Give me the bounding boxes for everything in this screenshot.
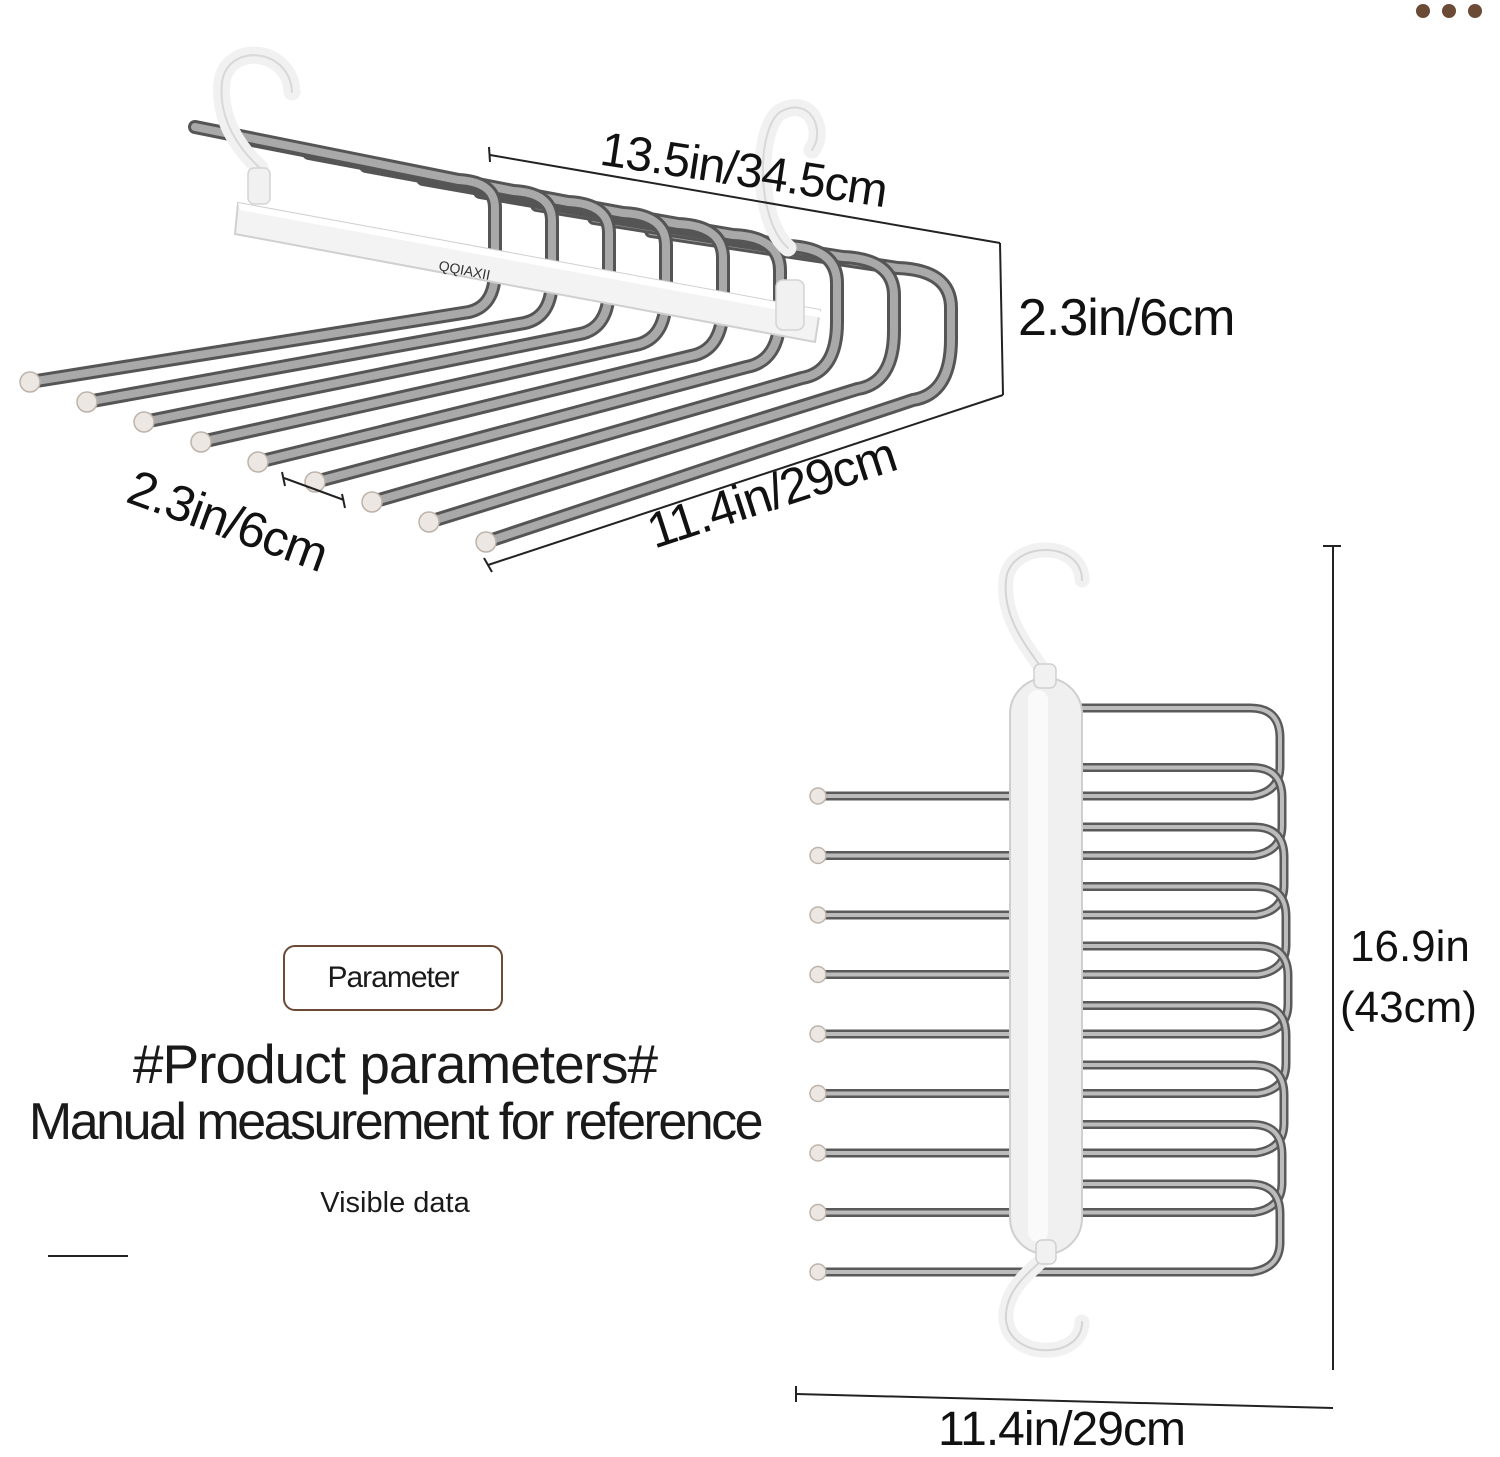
top-height-label: 2.3in/6cm [1018,289,1235,347]
hanging-rod-highlight [818,706,1282,798]
hanging-hanger-rods [815,703,1293,1277]
hanging-height-in-label: 16.9in [1350,922,1470,971]
rod-tip [247,451,269,473]
rod-tip [809,1263,827,1281]
top-rod-highlight [197,162,670,446]
rod-tip [809,1084,827,1103]
hanging-rod-highlight [818,884,1288,977]
hanging-width-label: 11.4in/29cm [938,1403,1186,1456]
rod-tip [809,1144,827,1162]
rod-tip [418,511,440,533]
hanging-hanger-hooks [998,542,1090,1358]
top-rod-highlight [368,201,841,506]
hanging-rod-highlight [818,825,1286,917]
rod-tip [809,906,827,924]
top-rod-highlight [425,214,898,526]
visible-data-caption: Visible data [320,1187,470,1219]
dot-1 [1416,4,1430,18]
manual-measurement-subheading: Manual measurement for reference [28,1093,764,1151]
top-rod-highlight [83,136,556,406]
hanging-rod-highlight [818,944,1290,1036]
hanging-rod-highlight [818,1063,1286,1155]
rod-tip [361,491,383,513]
top-dimension-lines [281,146,1004,573]
hanging-dimension-lines [795,545,1341,1409]
rod-tip [809,1203,827,1222]
rod-tip [19,371,41,393]
top-hanger-hooks [213,46,826,331]
more-dots-icon[interactable] [1416,4,1482,18]
rod-tip [809,1025,827,1043]
top-hanger-bar: QQIAXII [233,201,822,344]
hanging-rod-highlight [818,1182,1282,1274]
hanging-rod-highlight [818,1003,1288,1096]
divider [48,1255,128,1257]
rod-tip [809,965,827,984]
hanging-height-cm-label: (43cm) [1340,983,1477,1032]
hanging-hanger-rod-tips [809,787,827,1281]
top-rod-highlight [26,123,499,386]
parameter-badge: Parameter [283,945,503,1011]
hanging-rod-highlight [818,1122,1284,1215]
hanging-rod-highlight [818,765,1284,858]
rod-tip [809,787,827,805]
rod-tip [76,391,98,413]
rod-tip [190,431,212,453]
rod-tip [809,846,827,865]
dot-3 [1468,4,1482,18]
hanging-hanger-bar [1009,677,1083,1255]
rod-tip [475,531,497,553]
top-rod-highlight [254,175,727,466]
product-parameters-heading: #Product parameters# [132,1033,658,1095]
top-hanger-rod-tips [19,371,497,553]
top-rod-highlight [482,227,955,546]
rod-tip [133,411,155,433]
dot-2 [1442,4,1456,18]
